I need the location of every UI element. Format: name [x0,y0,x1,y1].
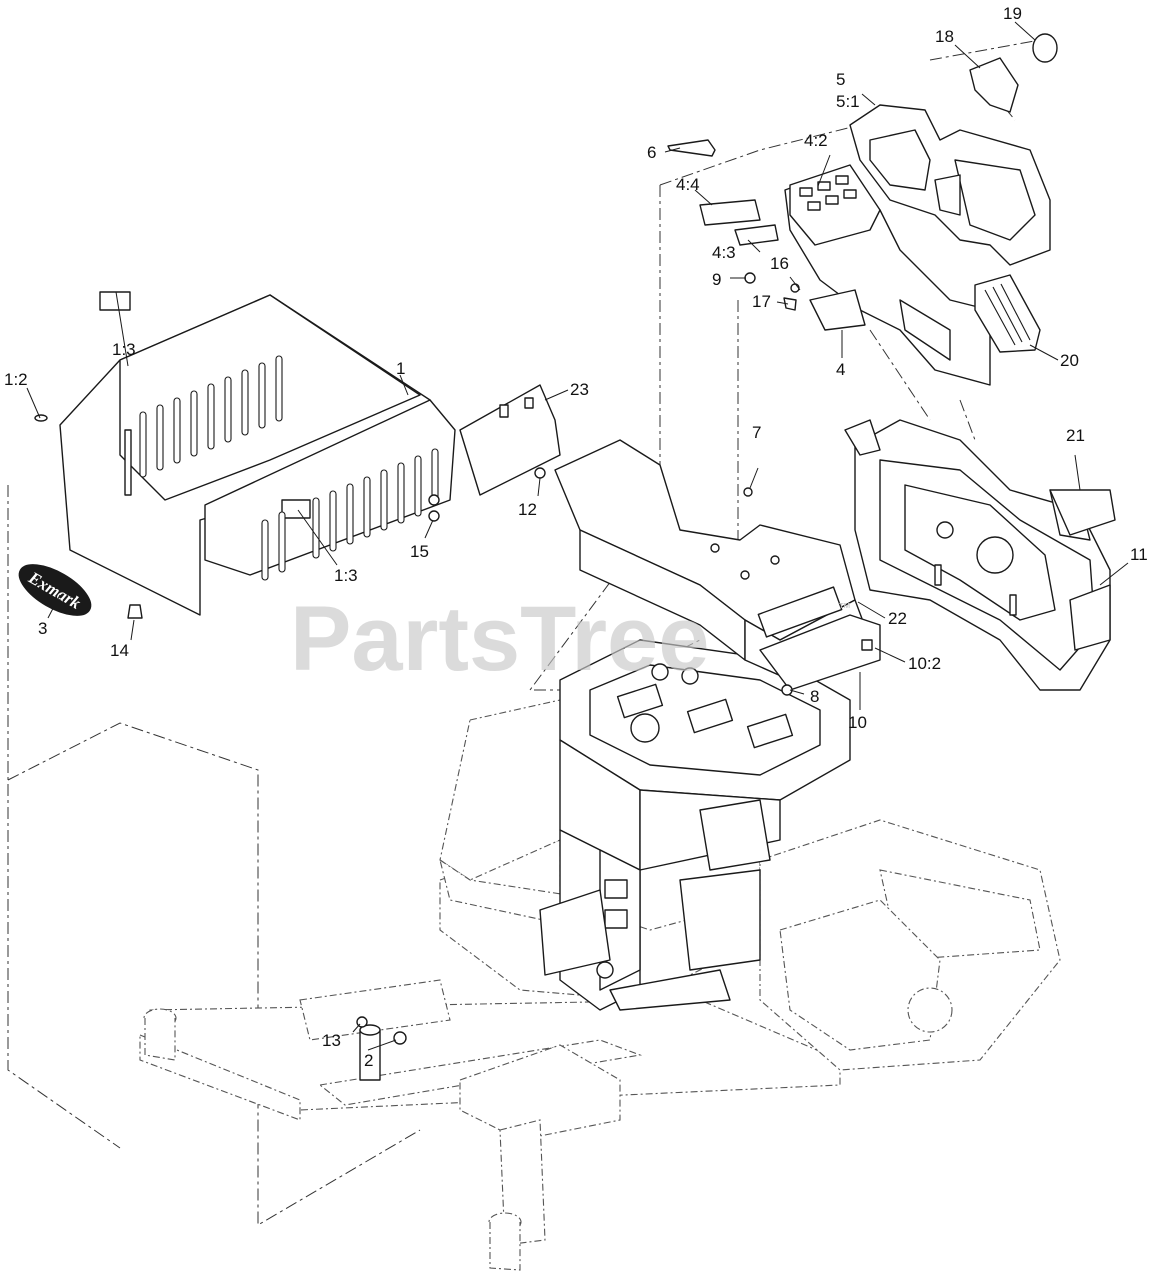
callout-19: 19 [1003,4,1022,23]
part-23-plate [459,384,561,496]
callout-23: 23 [570,380,589,399]
callout-21: 21 [1066,426,1085,445]
callout-labels: 1 1:2 1:3 1:3 2 3 4 4:2 4:3 4:4 5 5:1 6 … [4,4,1148,1070]
callout-10: 10 [848,713,867,732]
callout-4-3: 4:3 [712,243,736,262]
callout-1-3-bottom: 1:3 [334,566,358,585]
callout-9: 9 [712,270,721,289]
part-6-rod [667,139,716,157]
callout-1-3-top: 1:3 [112,340,136,359]
callout-7: 7 [752,423,761,442]
callout-17: 17 [752,292,771,311]
frame-center [359,639,851,1081]
callout-16: 16 [770,254,789,273]
part-3-logo-badge: Exmark [18,564,92,616]
part-4-control-panel [784,164,991,386]
callout-18: 18 [935,27,954,46]
callout-1-2: 1:2 [4,370,28,389]
hardware [34,272,800,1045]
decal-4-4 [699,199,761,226]
callout-13: 13 [322,1031,341,1050]
part-1-cover [59,291,456,616]
part-20-grille [974,274,1041,353]
callout-11: 11 [1130,545,1148,564]
callout-12: 12 [518,500,537,519]
callout-4: 4 [836,360,845,379]
callout-5: 5 [836,70,845,89]
part-19-cap [1032,33,1058,63]
callout-8: 8 [810,687,819,706]
watermark-trademark: ™ [838,600,851,615]
callout-15: 15 [410,542,429,561]
part-10-bracket [759,614,881,691]
decal-4-3 [734,224,779,246]
part-21-plate [1049,489,1116,536]
leader-lines [26,21,1129,1051]
callout-3: 3 [38,619,47,638]
callout-5-1: 5:1 [836,92,860,111]
callout-14: 14 [110,641,129,660]
callout-10-2: 10:2 [908,654,941,673]
part-5-panel [849,104,1051,266]
callout-4-2: 4:2 [804,131,828,150]
part-18-bracket [969,57,1019,113]
callout-6: 6 [647,143,656,162]
cover-slots [139,355,439,581]
callout-22: 22 [888,609,907,628]
callout-2: 2 [364,1051,373,1070]
watermark-text: PartsTree [290,588,709,690]
callout-20: 20 [1060,351,1079,370]
part-11-housing [844,419,1111,691]
callout-1: 1 [396,359,405,378]
callout-4-4: 4:4 [676,175,700,194]
